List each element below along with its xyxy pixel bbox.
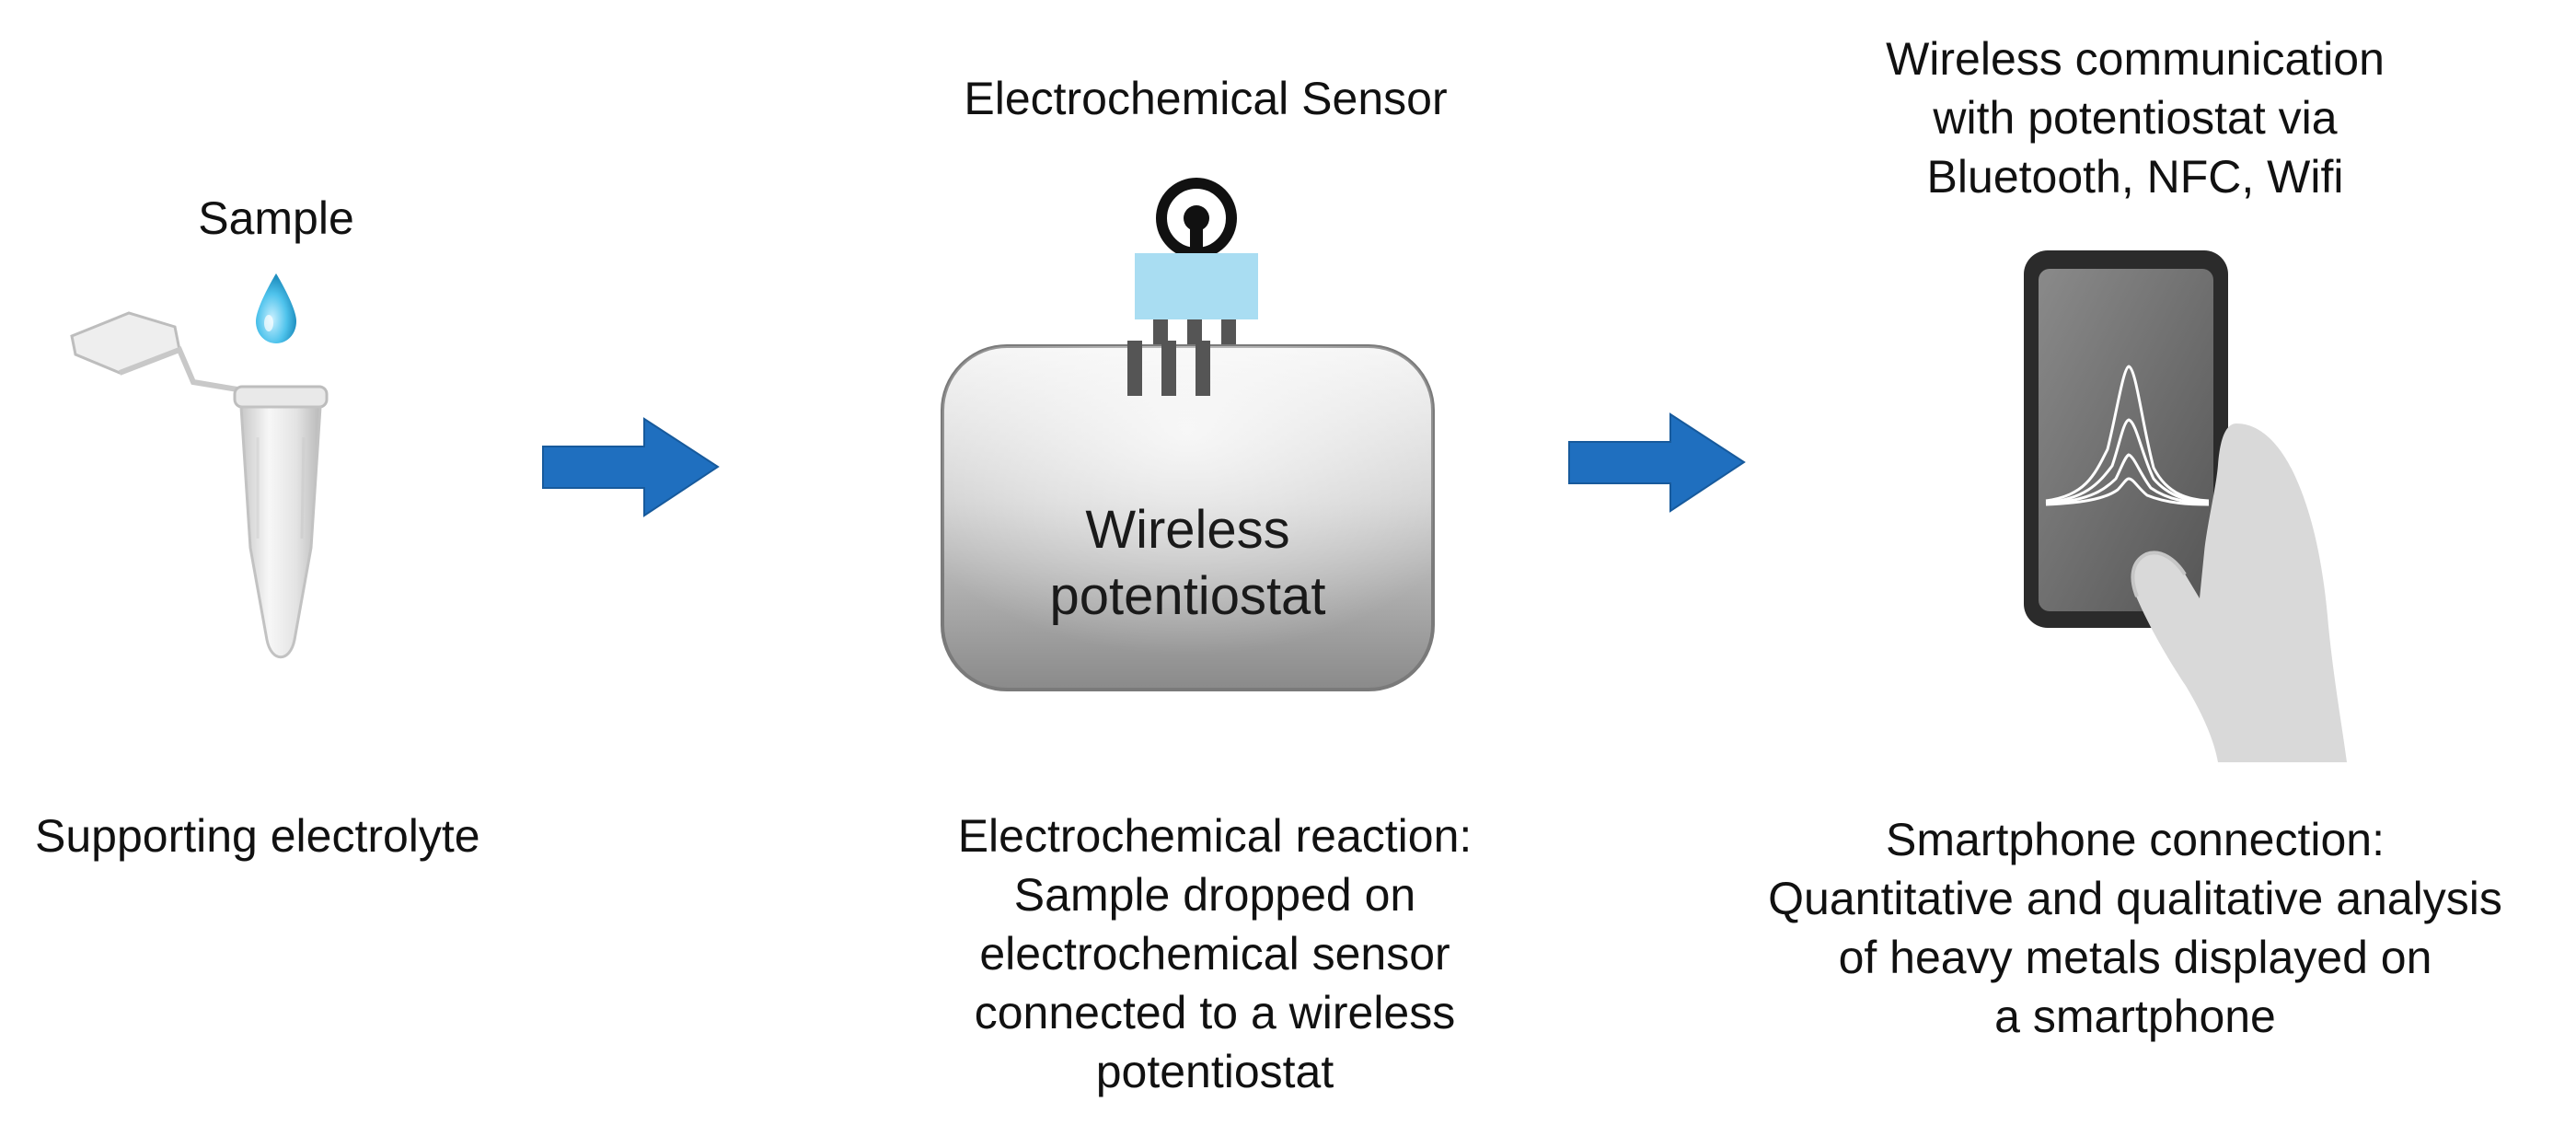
potentiostat-label-line1: Wireless [1085,500,1290,560]
phone-icon [2024,250,2228,628]
supporting-electrolyte-caption: Supporting electrolyte [35,810,480,862]
drop-icon [256,273,296,343]
arrow-icon [1568,412,1746,513]
header-line: Wireless communication [1886,33,2385,85]
smartphone-connection-caption: Smartphone connection: Quantitative and … [1712,810,2559,1046]
arrow-icon [542,417,720,517]
caption-line: potentiostat [1095,1046,1334,1097]
caption-line: Quantitative and qualitative analysis [1768,873,2502,924]
header-line: with potentiostat via [1933,92,2338,144]
caption-line: connected to a wireless [974,987,1456,1038]
potentiostat-label: Wireless potentiostat [937,497,1438,630]
sensor-label: Electrochemical Sensor [964,73,1448,124]
sample-label: Sample [198,192,354,244]
header-line: Bluetooth, NFC, Wifi [1926,151,2344,203]
caption-line: a smartphone [1994,991,2276,1042]
caption-line: Electrochemical reaction: [957,810,1473,862]
potentiostat-icon [941,341,1435,691]
caption-line: Sample dropped on [1013,869,1416,921]
caption-line: of heavy metals displayed on [1838,932,2432,983]
hand-icon [2131,423,2347,762]
tube-icon [70,311,329,659]
potentiostat-label-line2: potentiostat [1049,566,1326,626]
electrochemical-reaction-caption: Electrochemical reaction: Sample dropped… [856,806,1574,1101]
wireless-communication-header: Wireless communication with potentiostat… [1730,29,2540,206]
caption-line: Smartphone connection: [1885,814,2385,865]
caption-line: electrochemical sensor [979,928,1450,980]
